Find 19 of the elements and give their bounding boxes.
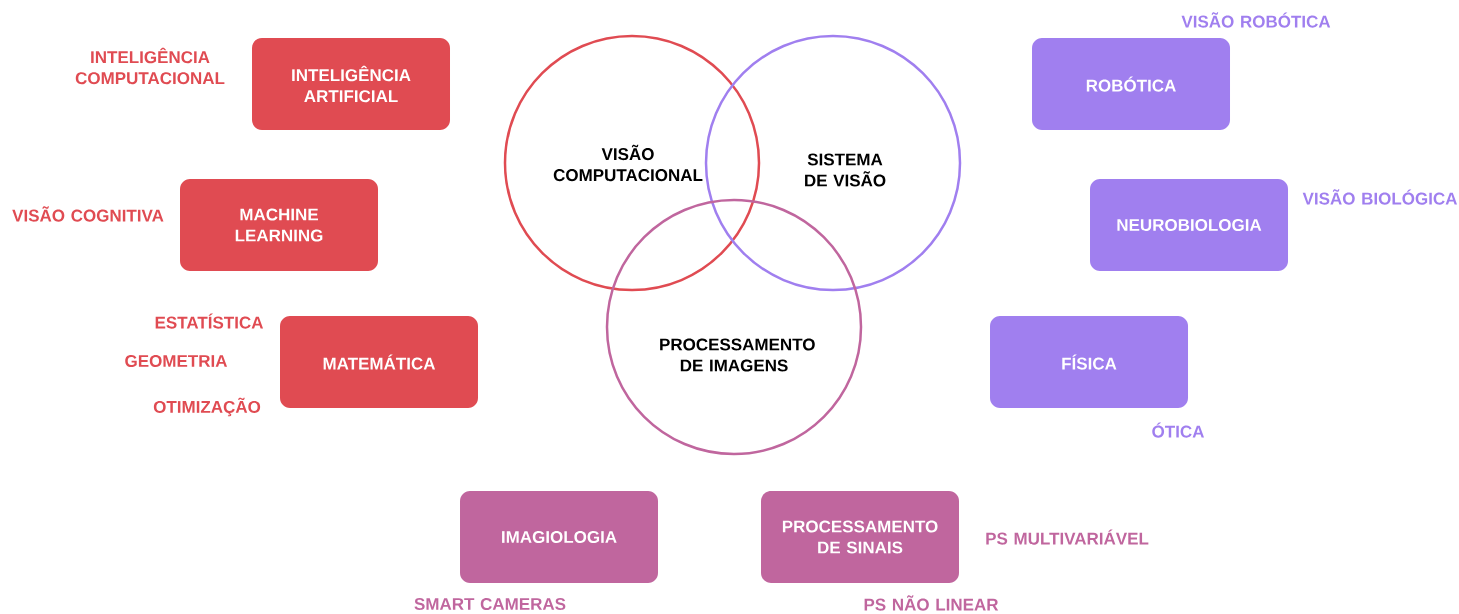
topic-box: ROBÓTICA xyxy=(1032,38,1230,130)
side-label: OTIMIZAÇÃO xyxy=(153,397,261,417)
topic-box: IMAGIOLOGIA xyxy=(460,491,658,583)
topic-box: FÍSICA xyxy=(990,316,1188,408)
side-label: VISÃO ROBÓTICA xyxy=(1181,12,1331,28)
topic-box: MATEMÁTICA xyxy=(280,316,478,408)
side-label: INTELIGÊNCIA COMPUTACIONAL xyxy=(75,47,225,85)
topic-box: MACHINE LEARNING xyxy=(180,179,378,271)
side-label: ESTATÍSTICA xyxy=(155,313,264,329)
side-label: PS MULTIVARIÁVEL xyxy=(986,529,1149,545)
side-label: GEOMETRIA xyxy=(125,355,228,368)
side-label: VISÃO COGNITIVA xyxy=(12,206,164,222)
side-label: VISÃO BIOLÓGICA xyxy=(1302,189,1457,205)
side-label: SMART CAMERAS xyxy=(414,598,566,611)
side-label: PS NÃO LINEAR xyxy=(864,595,999,611)
topic-box: PROCESSAMENTO DE SINAIS xyxy=(761,491,959,583)
side-label: ÓTICA xyxy=(1152,422,1204,438)
topic-box: INTELIGÊNCIA ARTIFICIAL xyxy=(252,38,450,130)
topic-box: NEUROBIOLOGIA xyxy=(1090,179,1288,271)
